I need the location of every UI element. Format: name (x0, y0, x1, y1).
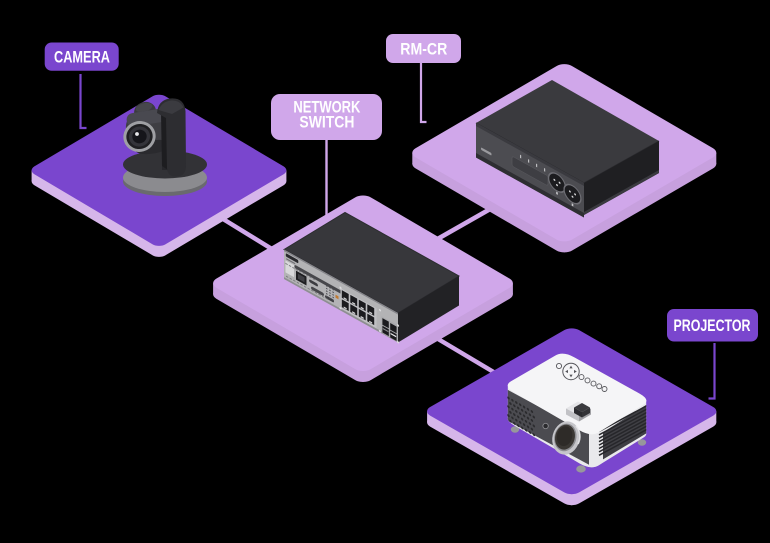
svg-text:RM-CR: RM-CR (400, 40, 447, 59)
svg-text:CAMERA: CAMERA (54, 48, 110, 67)
svg-text:PROJECTOR: PROJECTOR (674, 316, 751, 335)
svg-text:SWITCH: SWITCH (299, 112, 354, 131)
svg-text:NETWORK: NETWORK (293, 98, 361, 117)
